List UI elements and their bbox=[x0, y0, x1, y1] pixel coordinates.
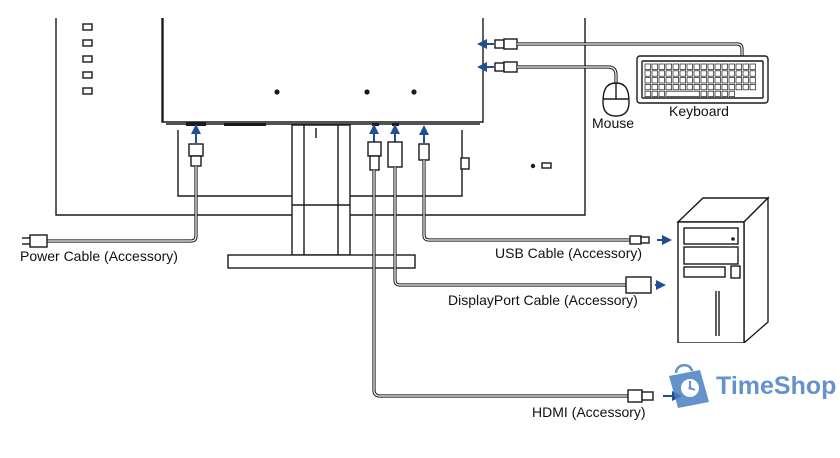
mouse-label: Mouse bbox=[592, 115, 634, 131]
keyboard-key bbox=[658, 70, 665, 77]
keyboard-key bbox=[693, 84, 700, 91]
keyboard-key bbox=[707, 77, 714, 84]
keyboard-key bbox=[735, 84, 742, 91]
keyboard-key bbox=[672, 77, 679, 84]
displayport-cable-label: DisplayPort Cable (Accessory) bbox=[448, 292, 638, 308]
keyboard-key bbox=[644, 84, 651, 91]
connector-housing bbox=[177, 130, 552, 197]
keyboard-key bbox=[665, 77, 672, 84]
keyboard-key bbox=[679, 70, 686, 77]
keyboard-key bbox=[644, 70, 651, 77]
keyboard-key bbox=[679, 63, 686, 70]
keyboard-key bbox=[651, 70, 658, 77]
mouse: Mouse bbox=[592, 82, 634, 131]
keyboard-key bbox=[742, 77, 749, 84]
keyboard-key bbox=[651, 63, 658, 70]
keyboard-key bbox=[686, 70, 693, 77]
computer-tower bbox=[676, 196, 770, 345]
keyboard-key bbox=[672, 84, 679, 91]
keyboard-key bbox=[721, 63, 728, 70]
keyboard-key bbox=[665, 70, 672, 77]
monitor-stand bbox=[227, 124, 416, 269]
keyboard-key bbox=[658, 84, 665, 91]
keyboard-key bbox=[658, 77, 665, 84]
keyboard-key bbox=[714, 84, 721, 91]
keyboard-key bbox=[658, 90, 665, 97]
monitor-back-panel bbox=[161, 18, 484, 126]
keyboard-key bbox=[728, 77, 735, 84]
keyboard-key bbox=[735, 77, 742, 84]
keyboard-key bbox=[665, 84, 672, 91]
keyboard-key bbox=[749, 63, 756, 70]
keyboard-key bbox=[665, 90, 700, 97]
keyboard-key bbox=[742, 84, 749, 91]
keyboard-key bbox=[721, 84, 728, 91]
keyboard-key bbox=[693, 63, 700, 70]
hdmi-cable: HDMI (Accessory) bbox=[367, 124, 682, 420]
keyboard-key bbox=[721, 77, 728, 84]
keyboard-key bbox=[686, 84, 693, 91]
keyboard-key bbox=[679, 77, 686, 84]
keyboard-key bbox=[749, 70, 756, 77]
hdmi-cable-label: HDMI (Accessory) bbox=[532, 404, 646, 420]
keyboard-key bbox=[749, 84, 756, 91]
keyboard-key bbox=[700, 84, 707, 91]
displayport-cable: DisplayPort Cable (Accessory) bbox=[387, 124, 666, 308]
keyboard-key bbox=[714, 70, 721, 77]
keyboard-key bbox=[644, 77, 651, 84]
keyboard-key bbox=[700, 77, 707, 84]
keyboard-key bbox=[721, 70, 728, 77]
keyboard-key bbox=[714, 77, 721, 84]
keyboard-key bbox=[658, 63, 665, 70]
keyboard-key bbox=[700, 63, 707, 70]
keyboard-key bbox=[651, 90, 658, 97]
power-cable-label: Power Cable (Accessory) bbox=[20, 248, 178, 264]
keyboard-key bbox=[714, 63, 721, 70]
usb-cable-label: USB Cable (Accessory) bbox=[495, 245, 642, 261]
keyboard-key bbox=[651, 84, 658, 91]
peripheral-cables bbox=[477, 38, 744, 84]
keyboard: Keyboard bbox=[636, 55, 769, 119]
keyboard-key bbox=[707, 70, 714, 77]
keyboard-key bbox=[672, 63, 679, 70]
watermark-text: TimeShop bbox=[716, 372, 836, 400]
keyboard-key bbox=[693, 70, 700, 77]
keyboard-key bbox=[728, 84, 735, 91]
keyboard-label: Keyboard bbox=[669, 103, 729, 119]
keyboard-key bbox=[644, 63, 651, 70]
keyboard-key bbox=[742, 70, 749, 77]
keyboard-key bbox=[749, 77, 756, 84]
keyboard-key bbox=[700, 90, 707, 97]
keyboard-key bbox=[728, 63, 735, 70]
usb-cable: USB Cable (Accessory) bbox=[418, 125, 672, 261]
keyboard-key bbox=[644, 90, 651, 97]
keyboard-key bbox=[651, 77, 658, 84]
keyboard-key bbox=[707, 63, 714, 70]
keyboard-keys bbox=[644, 63, 756, 97]
keyboard-key bbox=[728, 70, 735, 77]
keyboard-key bbox=[714, 90, 721, 97]
timeshop-logo-icon bbox=[669, 364, 709, 408]
keyboard-key bbox=[728, 90, 735, 97]
keyboard-key bbox=[672, 70, 679, 77]
keyboard-key bbox=[742, 63, 749, 70]
keyboard-key bbox=[700, 70, 707, 77]
keyboard-key bbox=[735, 63, 742, 70]
keyboard-key bbox=[707, 84, 714, 91]
keyboard-key bbox=[707, 90, 714, 97]
power-cable: Power Cable (Accessory) bbox=[20, 124, 204, 264]
keyboard-key bbox=[665, 63, 672, 70]
keyboard-key bbox=[693, 77, 700, 84]
keyboard-key bbox=[686, 77, 693, 84]
timeshop-watermark: TimeShop bbox=[669, 364, 836, 408]
keyboard-key bbox=[679, 84, 686, 91]
keyboard-key bbox=[735, 70, 742, 77]
keyboard-key bbox=[721, 90, 728, 97]
keyboard-key bbox=[686, 63, 693, 70]
monitor-buttons bbox=[82, 23, 93, 95]
